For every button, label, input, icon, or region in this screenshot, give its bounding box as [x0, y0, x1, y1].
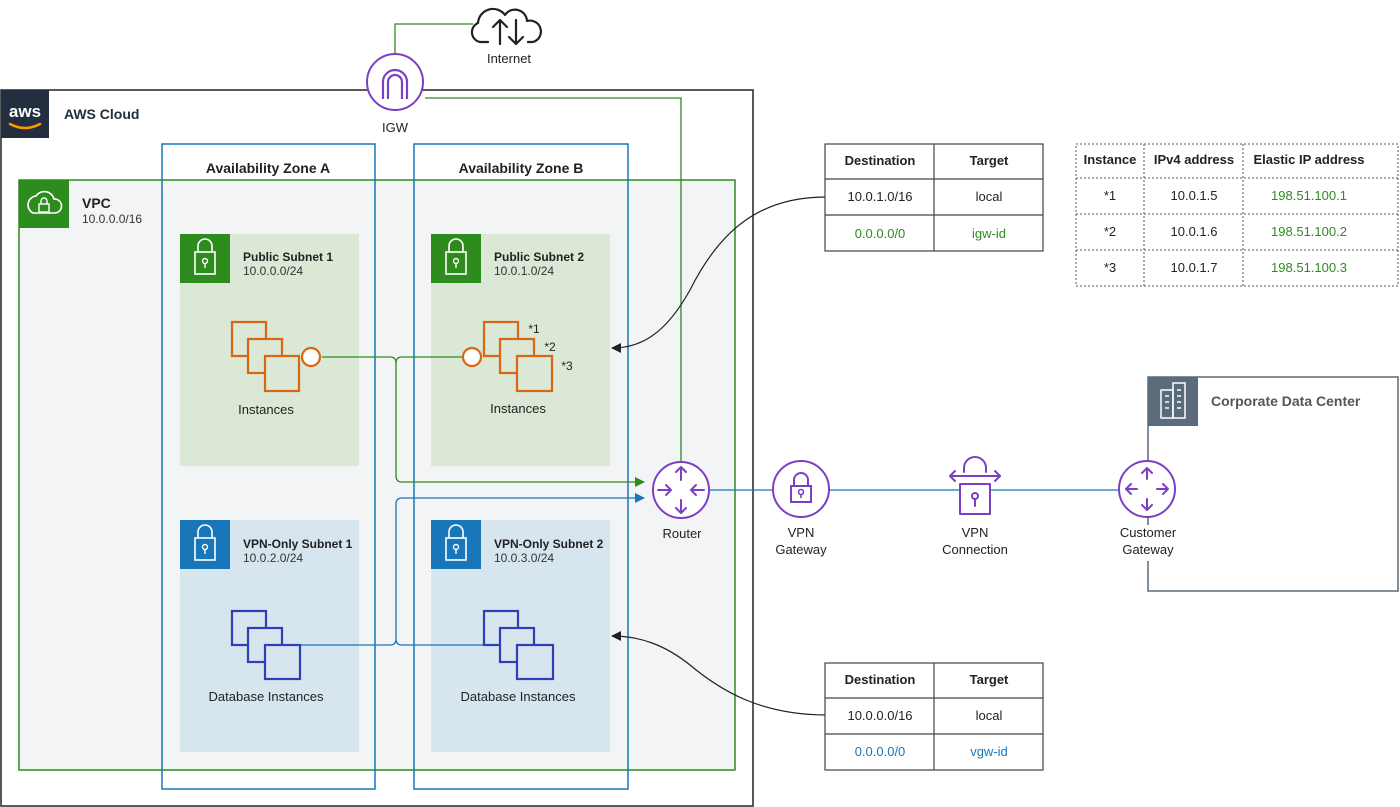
ec2-instances-icon [461, 320, 554, 393]
vpn-only-subnet-1: VPN-Only Subnet 1 10.0.2.0/24 [180, 520, 359, 752]
subnet-name: VPN-Only Subnet 1 [243, 537, 353, 551]
table-header: IPv4 address [1154, 152, 1234, 167]
instances-label: Database Instances [209, 689, 324, 704]
subnet-name: Public Subnet 2 [494, 250, 584, 264]
database-instances-b: Database Instances [461, 609, 576, 704]
igw-label: IGW [382, 120, 409, 135]
instance-marker: *1 [528, 322, 540, 336]
vpc-cidr: 10.0.0.0/16 [82, 212, 142, 226]
ec2-instances-icon [230, 320, 322, 393]
table-header: Target [970, 672, 1009, 687]
aws-logo-text: aws [9, 102, 41, 121]
availability-zone-a: Availability Zone A [161, 143, 376, 790]
customer-gateway-label: Gateway [1122, 542, 1174, 557]
customer-gateway-icon [1118, 460, 1176, 518]
vpc-container: VPC 10.0.0.0/16 [18, 179, 736, 771]
table-cell: 198.51.100.1 [1271, 188, 1347, 203]
route-table-public: Destination Target 10.0.1.0/16 local 0.0… [824, 143, 1044, 252]
vpn-gateway-label: Gateway [775, 542, 827, 557]
vpc-label: VPC [82, 195, 111, 211]
table-header: Instance [1084, 152, 1137, 167]
table-cell: 10.0.1.7 [1171, 260, 1218, 275]
instances-label: Instances [490, 401, 546, 416]
internet-node: Internet [470, 7, 542, 66]
table-cell: 198.51.100.3 [1271, 260, 1347, 275]
subnet-cidr: 10.0.3.0/24 [494, 551, 554, 565]
router-icon [652, 461, 710, 519]
table-cell: 10.0.0.0/16 [847, 708, 912, 723]
table-cell: local [976, 708, 1003, 723]
table-cell: *3 [1104, 260, 1116, 275]
aws-cloud-label: AWS Cloud [64, 106, 139, 122]
public-instances-b: *1 *2 *3 Instances [461, 320, 573, 416]
zone-label: Availability Zone B [459, 160, 584, 176]
public-instances-a: Instances [230, 320, 322, 417]
internet-cloud-icon [470, 7, 542, 46]
igw-node: IGW [366, 53, 424, 135]
connection-lines [300, 23, 1120, 716]
vpn-connection-icon [949, 456, 1001, 515]
elastic-ip-table: Instance IPv4 address Elastic IP address… [1075, 143, 1399, 287]
router-node: Router [652, 461, 710, 541]
vpn-gateway-label: VPN [788, 525, 815, 540]
aws-logo-icon [1, 90, 49, 138]
instance-marker: *2 [544, 340, 556, 354]
database-instances-icon [230, 609, 302, 681]
table-cell: vgw-id [970, 744, 1008, 759]
table-header: Target [970, 153, 1009, 168]
vpn-connection-label: Connection [942, 542, 1008, 557]
table-header: Destination [845, 672, 916, 687]
table-cell: *1 [1104, 188, 1116, 203]
table-cell: local [976, 189, 1003, 204]
table-cell: 10.0.1.5 [1171, 188, 1218, 203]
availability-zone-b: Availability Zone B [413, 143, 629, 790]
subnet-cidr: 10.0.1.0/24 [494, 264, 554, 278]
vpn-connection-label: VPN [962, 525, 989, 540]
vpn-connection-node: VPN Connection [942, 456, 1008, 557]
table-cell: 198.51.100.2 [1271, 224, 1347, 239]
corporate-data-center: Corporate Data Center [1147, 376, 1399, 592]
route-table-vpn: Destination Target 10.0.0.0/16 local 0.0… [824, 662, 1044, 771]
instances-label: Instances [238, 402, 294, 417]
table-cell: *2 [1104, 224, 1116, 239]
table-cell: 0.0.0.0/0 [855, 744, 906, 759]
table-cell: igw-id [972, 226, 1006, 241]
table-cell: 10.0.1.0/16 [847, 189, 912, 204]
database-instances-a: Database Instances [209, 609, 324, 704]
corporate-dc-label: Corporate Data Center [1211, 393, 1361, 409]
instances-label: Database Instances [461, 689, 576, 704]
subnet-cidr: 10.0.0.0/24 [243, 264, 303, 278]
table-header: Destination [845, 153, 916, 168]
database-instances-icon [482, 609, 555, 681]
table-cell: 0.0.0.0/0 [855, 226, 906, 241]
instance-marker: *3 [561, 359, 573, 373]
customer-gateway-label: Customer [1120, 525, 1177, 540]
vpn-gateway-node: VPN Gateway [772, 460, 830, 557]
internet-label: Internet [487, 51, 531, 66]
customer-gateway-node: Customer Gateway [1118, 460, 1177, 561]
table-cell: 10.0.1.6 [1171, 224, 1218, 239]
zone-label: Availability Zone A [206, 160, 330, 176]
table-header: Elastic IP address [1253, 152, 1364, 167]
igw-icon [366, 53, 424, 111]
subnet-cidr: 10.0.2.0/24 [243, 551, 303, 565]
subnet-name: VPN-Only Subnet 2 [494, 537, 604, 551]
subnet-name: Public Subnet 1 [243, 250, 333, 264]
router-label: Router [662, 526, 702, 541]
